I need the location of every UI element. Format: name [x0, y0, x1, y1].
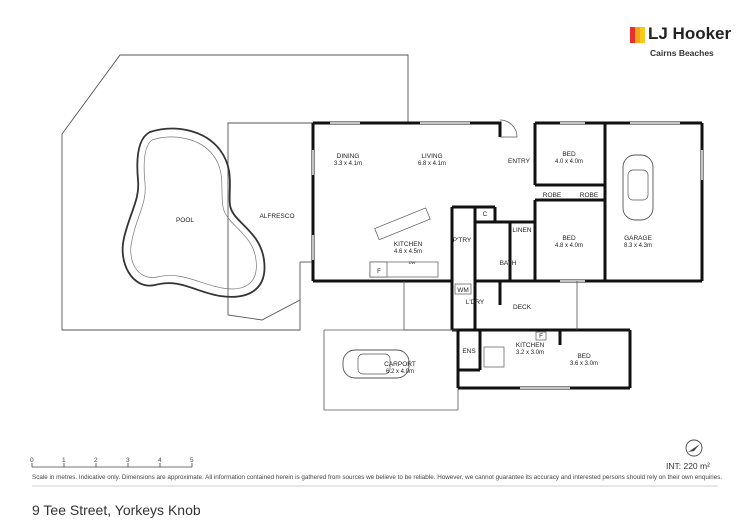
- scale-tick-0: 0: [30, 457, 34, 464]
- entry-label: ENTRY: [508, 158, 531, 165]
- living-label: LIVING: [421, 153, 442, 160]
- cupboard-label: C: [483, 211, 488, 218]
- scale-tick-3: 3: [126, 457, 130, 464]
- brand-office: Cairns Beaches: [650, 48, 714, 58]
- scale-tick-4: 4: [158, 457, 162, 464]
- garage-dims: 8.3 x 4.3m: [624, 243, 652, 249]
- bed2-label: BED: [562, 235, 576, 242]
- carport-outline: [323, 329, 459, 411]
- dining-label: DINING: [337, 153, 360, 160]
- scale-tick-5: 5: [190, 457, 194, 464]
- carport-car-icon: [342, 349, 410, 379]
- bed1-dims: 4.0 x 4.0m: [555, 159, 583, 165]
- dining-dims: 3.3 x 4.1m: [334, 161, 362, 167]
- fridge2-label: F: [539, 334, 543, 340]
- laundry-label: L'DRY: [466, 299, 485, 306]
- bed1-label: BED: [562, 151, 576, 158]
- yard-boundary: [61, 54, 409, 331]
- disclaimer-text: Scale in metres. Indicative only. Dimens…: [32, 474, 723, 481]
- bath-label: BATH: [500, 260, 517, 267]
- pantry-label: P'TRY: [453, 237, 472, 244]
- living-dims: 6.8 x 4.1m: [418, 161, 446, 167]
- kitchen2-label: KITCHEN: [516, 342, 545, 349]
- scale-tick-2: 2: [94, 457, 98, 464]
- garage-label: GARAGE: [624, 235, 652, 242]
- pool-outline: [121, 127, 266, 298]
- ensuite-label: ENS: [462, 348, 476, 355]
- property-address: 9 Tee Street, Yorkeys Knob: [32, 502, 201, 518]
- wm-box: [454, 283, 472, 295]
- bed2-dims: 4.8 x 4.0m: [555, 243, 583, 249]
- garage-car-icon: [622, 154, 654, 221]
- carport-label: CARPORT: [384, 361, 416, 368]
- internal-area: INT: 220 m²: [666, 461, 710, 471]
- windows: [312, 122, 703, 282]
- pool-label: POOL: [176, 217, 194, 224]
- brand-name: LJ Hooker: [648, 24, 732, 43]
- fridge-box: [369, 261, 388, 278]
- fridge2-box: [535, 331, 547, 341]
- carport-dims: 6.2 x 4.0m: [386, 369, 414, 375]
- bed3-dims: 3.6 x 3.0m: [570, 361, 598, 367]
- kitchen-label: KITCHEN: [394, 241, 423, 248]
- deck-outline: [403, 281, 578, 331]
- fridge-label: F: [377, 269, 381, 275]
- scale-tick-1: 1: [62, 457, 66, 464]
- living-table: [374, 207, 431, 241]
- robe1-label: ROBE: [543, 192, 562, 199]
- pool-inner-outline: [130, 136, 257, 290]
- bed3-label: BED: [577, 353, 591, 360]
- entry-door: [499, 119, 518, 138]
- main-house-walls: [311, 121, 704, 332]
- scale-bar: [31, 463, 193, 468]
- linen-label: LINEN: [512, 227, 531, 234]
- brand-mark-icon: [630, 27, 645, 43]
- kitchen-dims: 4.6 x 4.5m: [394, 249, 422, 255]
- robe2-label: ROBE: [580, 192, 599, 199]
- wm-label: WM: [457, 287, 469, 294]
- kitchen2-dims: 3.2 x 3.0m: [516, 350, 544, 356]
- dishwasher-label: DW: [409, 260, 416, 265]
- deck-label: DECK: [513, 304, 532, 311]
- kitchen2-bench: [483, 346, 505, 368]
- north-arrow-icon: [685, 439, 703, 457]
- alfresco-label: ALFRESCO: [259, 213, 294, 220]
